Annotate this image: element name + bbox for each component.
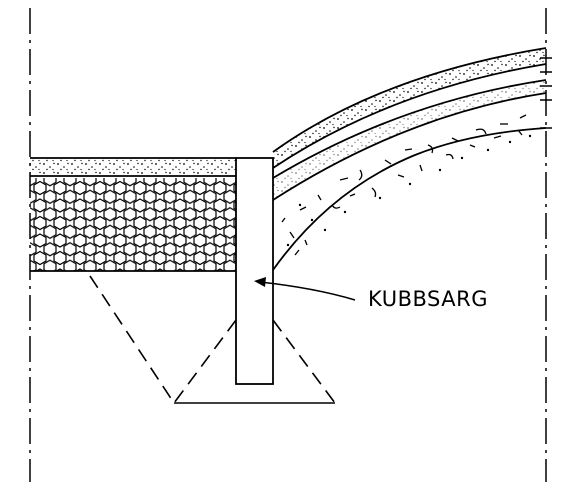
kerbstone [235,157,274,385]
right-curved-layers [272,47,552,271]
left-insulation-layer [30,178,236,272]
foundation-dashed-lines [89,275,336,404]
left-surface-layer [30,157,236,177]
callout-leader [254,277,356,301]
kubbsarg-label: KUBBSARG [368,287,488,311]
